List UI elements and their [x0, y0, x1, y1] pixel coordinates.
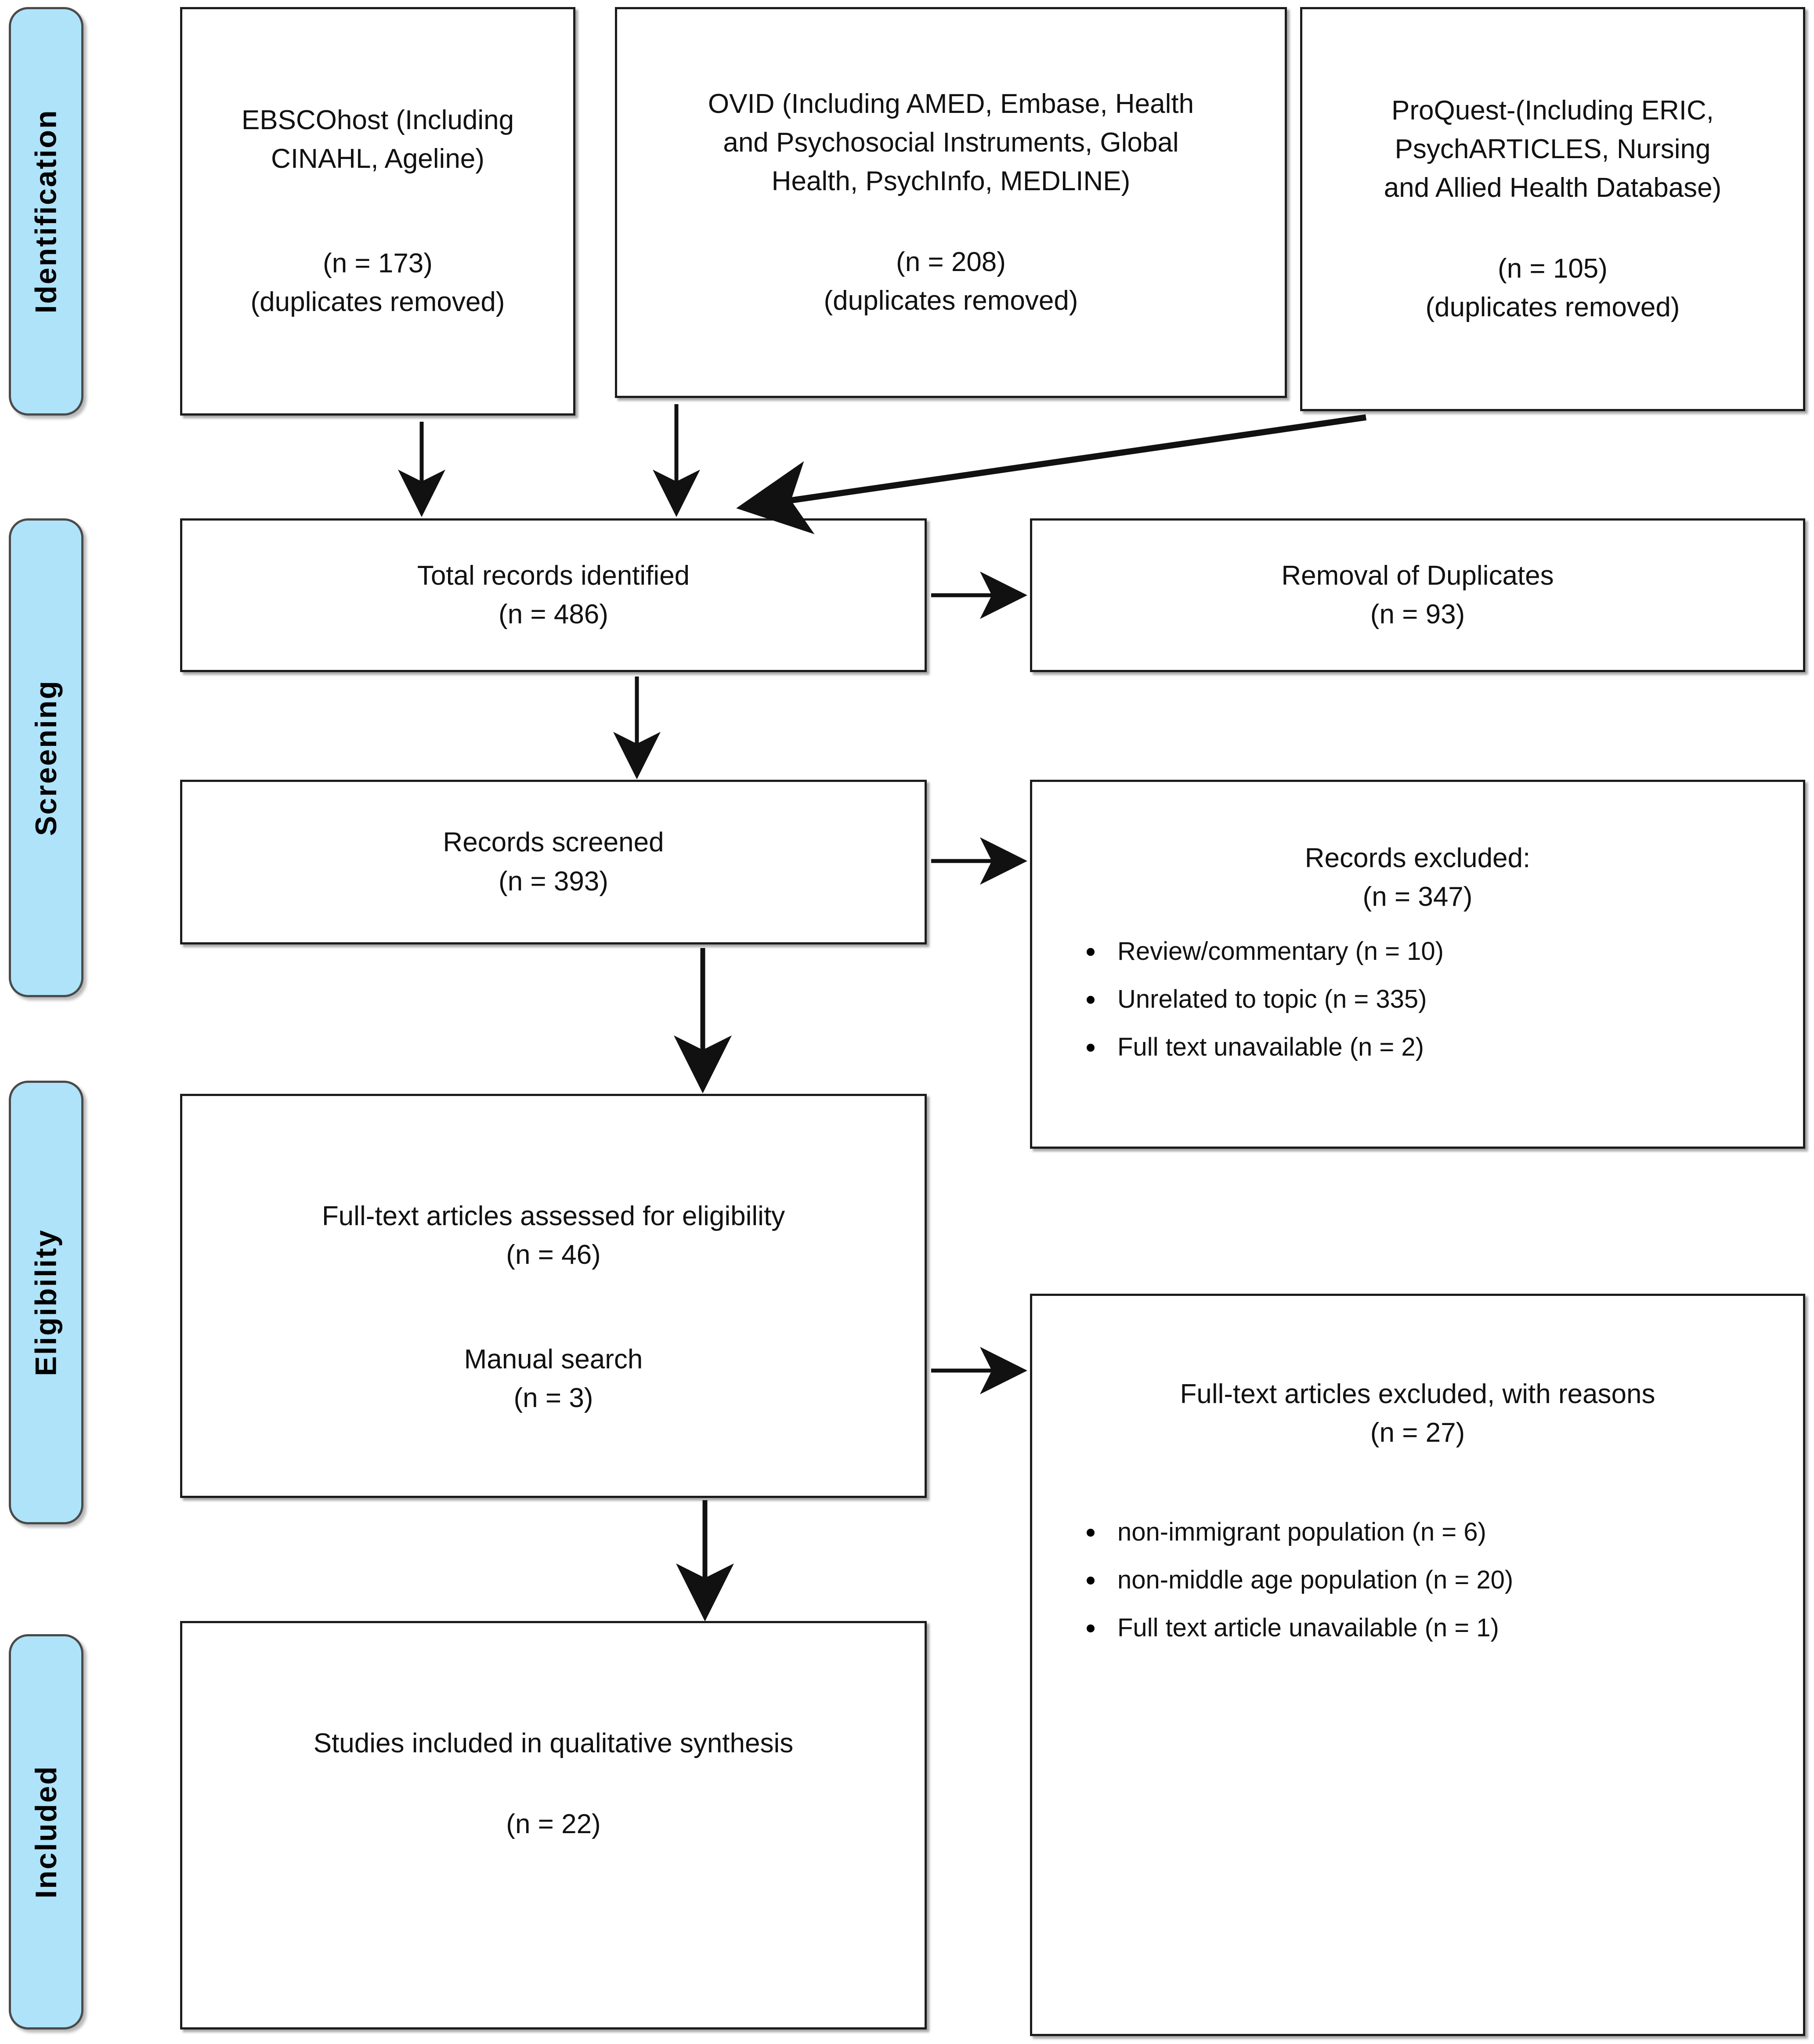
- phase-label-eligibility-text: Eligibility: [29, 1229, 63, 1376]
- source-ovid-line1: OVID (Including AMED, Embase, Health: [708, 88, 1194, 119]
- total-records-label: Total records identified: [417, 560, 690, 591]
- studies-included-count: (n = 22): [506, 1809, 601, 1840]
- duplicates-removed-label: Removal of Duplicates: [1281, 560, 1554, 591]
- phase-label-identification-text: Identification: [29, 109, 63, 314]
- source-ebscohost-line1: EBSCOhost (Including: [241, 105, 514, 135]
- full-text-excluded-reasons: non-immigrant population (n = 6) non-mid…: [1044, 1518, 1792, 1662]
- source-box-proquest: ProQuest-(Including ERIC, PsychARTICLES,…: [1300, 7, 1805, 411]
- records-excluded-reason-0: Review/commentary (n = 10): [1083, 937, 1792, 966]
- full-text-assessed-box: Full-text articles assessed for eligibil…: [180, 1094, 927, 1498]
- records-excluded-count: (n = 347): [1362, 882, 1473, 912]
- source-proquest-line1: ProQuest-(Including ERIC,: [1391, 95, 1714, 126]
- total-records-count: (n = 486): [499, 599, 608, 629]
- phase-label-screening: Screening: [9, 518, 83, 997]
- source-proquest-count: (n = 105): [1498, 253, 1608, 284]
- studies-included-box: Studies included in qualitative synthesi…: [180, 1621, 927, 2030]
- duplicates-removed-box: Removal of Duplicates (n = 93): [1030, 518, 1805, 672]
- total-records-box: Total records identified (n = 486): [180, 518, 927, 672]
- full-text-excluded-count: (n = 27): [1370, 1418, 1465, 1448]
- phase-label-screening-text: Screening: [29, 680, 63, 836]
- records-excluded-reason-2: Full text unavailable (n = 2): [1083, 1033, 1792, 1062]
- source-ebscohost-note: (duplicates removed): [250, 287, 505, 318]
- full-text-assessed-count: (n = 46): [506, 1240, 601, 1270]
- source-proquest-note: (duplicates removed): [1425, 292, 1680, 323]
- phase-label-identification: Identification: [9, 7, 83, 416]
- phase-label-included: Included: [9, 1634, 83, 2030]
- records-excluded-label: Records excluded:: [1304, 843, 1531, 873]
- records-excluded-reason-1: Unrelated to topic (n = 335): [1083, 985, 1792, 1014]
- records-screened-box: Records screened (n = 393): [180, 780, 927, 944]
- source-box-ebscohost: EBSCOhost (Including CINAHL, Ageline) (n…: [180, 7, 575, 416]
- full-text-excluded-label: Full-text articles excluded, with reason…: [1180, 1379, 1655, 1409]
- records-excluded-box: Records excluded: (n = 347) Review/comme…: [1030, 780, 1805, 1149]
- manual-search-count: (n = 3): [513, 1383, 593, 1414]
- source-ovid-count: (n = 208): [896, 247, 1006, 278]
- full-text-excluded-reason-1: non-middle age population (n = 20): [1083, 1566, 1792, 1595]
- phase-label-included-text: Included: [29, 1765, 63, 1899]
- records-excluded-reasons: Review/commentary (n = 10) Unrelated to …: [1044, 937, 1792, 1081]
- arrow-proquest-to-total: [736, 414, 1367, 535]
- phase-label-eligibility: Eligibility: [9, 1081, 83, 1524]
- full-text-excluded-reason-2: Full text article unavailable (n = 1): [1083, 1613, 1792, 1642]
- full-text-excluded-reason-0: non-immigrant population (n = 6): [1083, 1518, 1792, 1547]
- manual-search-label: Manual search: [464, 1344, 643, 1375]
- full-text-excluded-box: Full-text articles excluded, with reason…: [1030, 1294, 1805, 2036]
- studies-included-label: Studies included in qualitative synthesi…: [313, 1728, 794, 1758]
- source-ebscohost-line2: CINAHL, Ageline): [271, 143, 484, 174]
- source-proquest-line2: PsychARTICLES, Nursing: [1395, 134, 1711, 164]
- source-ovid-note: (duplicates removed): [824, 286, 1078, 316]
- source-proquest-line3: and Allied Health Database): [1384, 172, 1722, 203]
- full-text-assessed-label: Full-text articles assessed for eligibil…: [322, 1201, 785, 1231]
- records-screened-count: (n = 393): [499, 866, 608, 897]
- source-ebscohost-count: (n = 173): [323, 248, 433, 279]
- source-box-ovid: OVID (Including AMED, Embase, Health and…: [615, 7, 1287, 398]
- records-screened-label: Records screened: [443, 827, 664, 858]
- duplicates-removed-count: (n = 93): [1370, 599, 1465, 629]
- source-ovid-line3: Health, PsychInfo, MEDLINE): [771, 166, 1131, 196]
- source-ovid-line2: and Psychosocial Instruments, Global: [723, 127, 1179, 158]
